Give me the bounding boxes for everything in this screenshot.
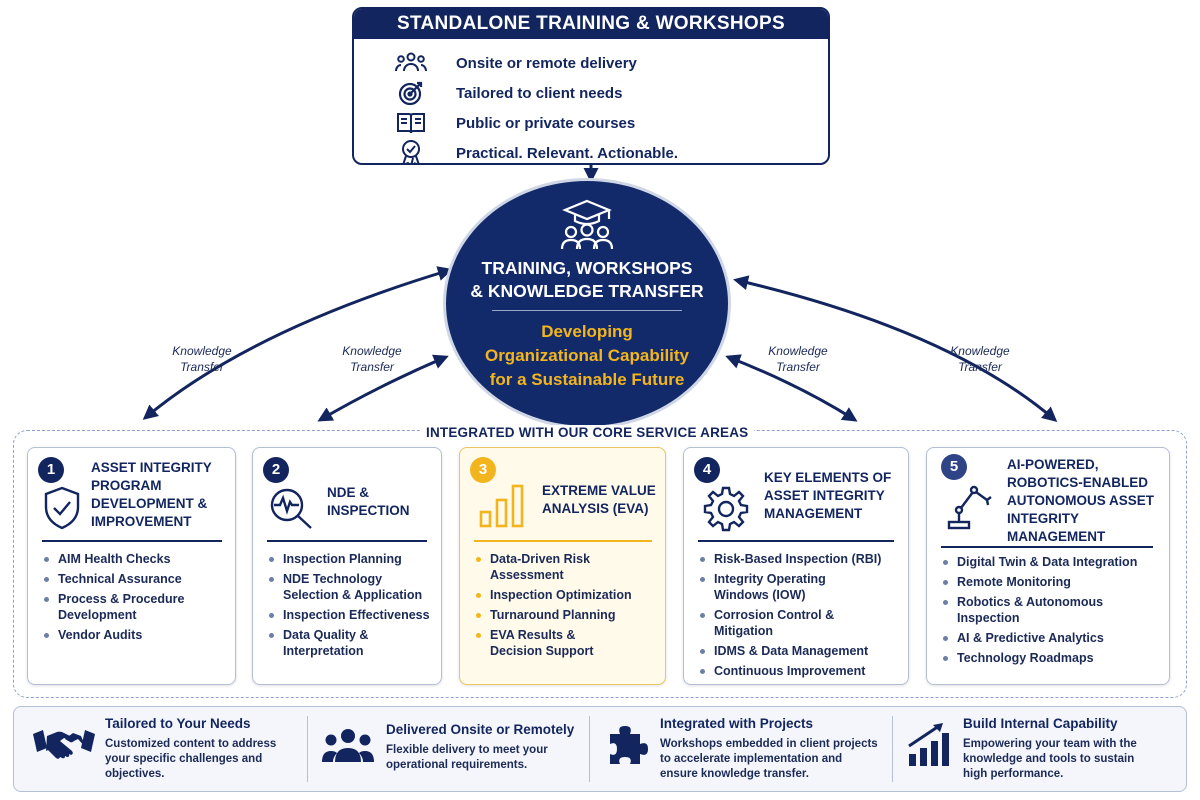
list-item: Digital Twin & Data Integration (941, 554, 1167, 570)
gear-icon (703, 486, 749, 532)
service-card-2: 2 NDE &INSPECTION Inspection Planning ND… (252, 447, 442, 685)
list-item: AI & Predictive Analytics (941, 630, 1167, 646)
standalone-training-box: STANDALONE TRAINING & WORKSHOPS Onsite o… (352, 7, 830, 165)
feature-tailored: Tailored to Your Needs Customized conten… (13, 706, 307, 792)
hub-title: TRAINING, WORKSHOPS& KNOWLEDGE TRANSFER (470, 258, 704, 301)
award-icon (394, 140, 428, 163)
top-item-text: Practical. Relevant. Actionable. (456, 144, 679, 162)
list-item: Data Quality &Interpretation (267, 627, 439, 659)
shield-check-icon (44, 486, 80, 530)
arrow-card1 (142, 266, 453, 420)
feature-title: Tailored to Your Needs (105, 716, 251, 731)
card-number: 4 (694, 457, 720, 483)
feature-title: Integrated with Projects (660, 716, 814, 731)
card-item-list: AIM Health Checks Technical Assurance Pr… (42, 551, 232, 647)
top-item-delivery: Onsite or remote delivery (394, 48, 637, 78)
top-item-text: Public or private courses (456, 114, 636, 132)
feature-integrated-projects: Integrated with Projects Workshops embed… (590, 706, 892, 792)
card-item-list: Digital Twin & Data Integration Remote M… (941, 554, 1167, 670)
list-item: Continuous Improvement (698, 663, 906, 679)
top-item-text: Onsite or remote delivery (456, 54, 637, 72)
list-item: Remote Monitoring (941, 574, 1167, 590)
top-item-courses: Public or private courses (394, 108, 635, 138)
list-item: Corrosion Control &Mitigation (698, 607, 906, 639)
hub-divider (492, 310, 682, 311)
card-number: 3 (470, 457, 496, 483)
top-item-text: Tailored to client needs (456, 84, 623, 102)
target-icon (394, 80, 428, 106)
handshake-icon (33, 730, 95, 759)
feature-title: Delivered Onsite or Remotely (386, 722, 575, 737)
group-icon (394, 50, 428, 76)
standalone-title: STANDALONE TRAINING & WORKSHOPS (354, 9, 828, 39)
list-item: Inspection Effectiveness (267, 607, 439, 623)
book-icon (394, 110, 428, 136)
puzzle-icon (610, 726, 648, 764)
feature-title: Build Internal Capability (963, 716, 1118, 731)
list-item: IDMS & Data Management (698, 643, 906, 659)
feature-build-capability: Build Internal Capability Empowering you… (893, 706, 1187, 792)
benefits-strip (13, 706, 1187, 792)
bar-chart-icon (479, 484, 524, 528)
card-item-list: Risk-Based Inspection (RBI) Integrity Op… (698, 551, 906, 683)
list-item: AIM Health Checks (42, 551, 232, 567)
growth-chart-icon (908, 723, 949, 766)
training-hub-circle: TRAINING, WORKSHOPS& KNOWLEDGE TRANSFER … (446, 181, 728, 426)
list-item: Inspection Planning (267, 551, 439, 567)
team-icon (322, 729, 374, 762)
card-number: 5 (941, 454, 967, 480)
arrow-card2 (317, 354, 449, 422)
top-item-practical: Practical. Relevant. Actionable. (394, 138, 679, 163)
arrow-card5 (733, 275, 1058, 422)
list-item: Technology Roadmaps (941, 650, 1167, 666)
list-item: Inspection Optimization (474, 587, 664, 603)
integrated-title: INTEGRATED WITH OUR CORE SERVICE AREAS (420, 425, 755, 440)
magnifier-pulse-icon (270, 488, 312, 529)
robot-arm-icon (947, 485, 992, 530)
feature-onsite-remote: Delivered Onsite or Remotely Flexible de… (308, 706, 589, 792)
card-number: 2 (263, 457, 289, 483)
card-title: NDE &INSPECTION (327, 485, 410, 518)
list-item: EVA Results &Decision Support (474, 627, 664, 659)
card-number: 1 (38, 457, 64, 483)
list-item: Technical Assurance (42, 571, 232, 587)
list-item: Risk-Based Inspection (RBI) (698, 551, 906, 567)
list-item: Vendor Audits (42, 627, 232, 643)
list-item: Turnaround Planning (474, 607, 664, 623)
top-item-tailored: Tailored to client needs (394, 78, 622, 108)
graduation-group-icon (560, 199, 614, 250)
